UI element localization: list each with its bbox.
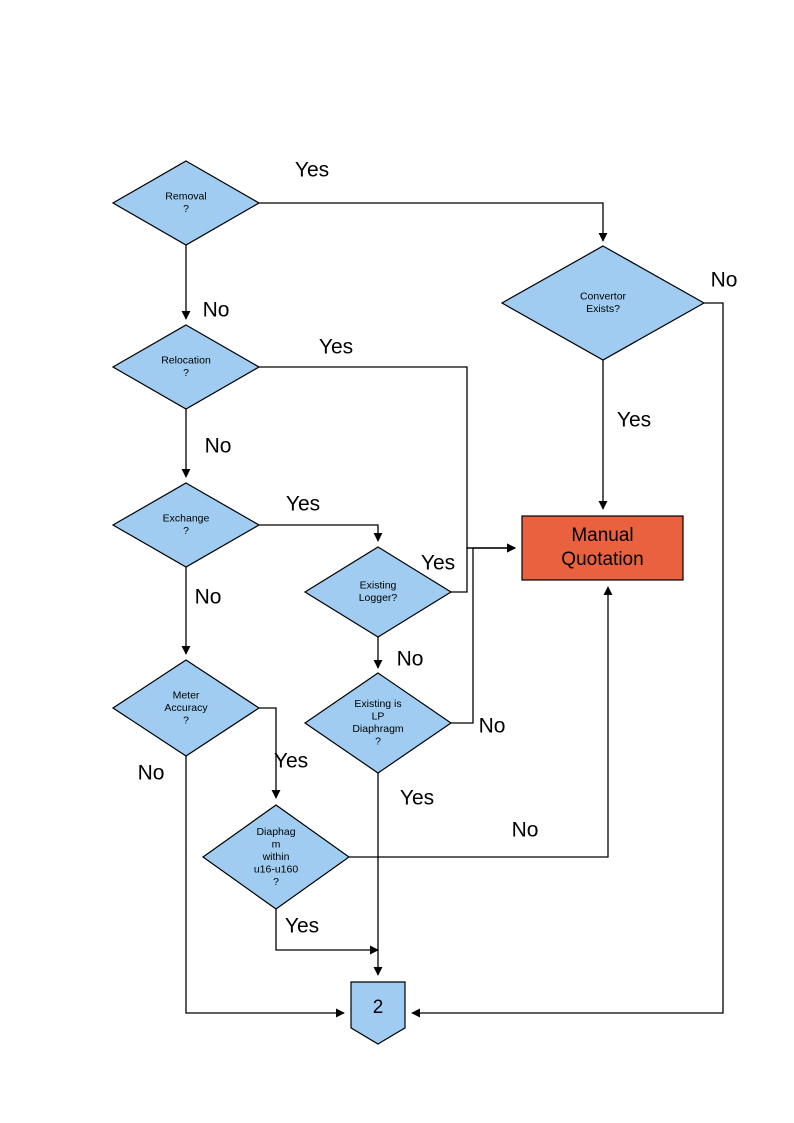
node-connector-2[interactable]: 2 [350, 981, 406, 1045]
node-label-line: Diaphragm [352, 723, 404, 735]
edge-label-meter-accuracy-yes: Yes [274, 750, 308, 773]
nodes-layer: Removal?Relocation?Exchange?MeterAccurac… [111, 160, 706, 1045]
edge-label-meter-accuracy-no: No [138, 762, 165, 785]
decision-diamond[interactable] [500, 245, 706, 361]
edge-label-existing-logger-no: No [397, 648, 424, 671]
edge-label-exchange-yes: Yes [286, 493, 320, 516]
node-label-line: ? [375, 736, 381, 748]
decision-diamond[interactable] [111, 160, 261, 246]
edge-convertor-to-connector [411, 302, 724, 1018]
edge-label-diaphagm-no: No [512, 819, 539, 842]
node-label-line: ? [183, 203, 189, 215]
node-label-line: within [262, 851, 290, 863]
node-label-line: ? [183, 525, 189, 537]
edge-diaphagm-to-connector [275, 909, 379, 955]
node-label-line: LP [372, 711, 385, 723]
edge-label-removal-yes: Yes [295, 159, 329, 182]
edge-logger-to-manual [451, 543, 516, 593]
edge-accuracy-to-diaphagm [259, 707, 281, 799]
node-label-line: Exchange [163, 513, 210, 525]
edge-label-existing-lp-yes: Yes [400, 787, 434, 810]
edge-label-convertor-no: No [711, 269, 738, 292]
node-label-line: Existing is [354, 698, 401, 710]
edge-exchange-to-logger [259, 524, 383, 542]
decision-diamond[interactable] [111, 659, 261, 757]
node-label-line: ? [183, 714, 189, 726]
node-label-line: Removal [165, 191, 206, 203]
node-label-line: ? [183, 367, 189, 379]
edge-label-existing-logger-yes: Yes [421, 552, 455, 575]
node-label-line: 2 [373, 997, 384, 1018]
edge-label-convertor-yes: Yes [617, 409, 651, 432]
node-label-line: ? [273, 876, 279, 888]
edge-removal-to-convertor [259, 202, 608, 242]
decision-diamond[interactable] [111, 482, 261, 568]
node-label-line: Exists? [586, 303, 620, 315]
edge-accuracy-to-connector [185, 756, 345, 1018]
node-label-line: Diaphag [256, 826, 295, 838]
node-relocation[interactable]: Relocation? [111, 324, 261, 410]
node-label-line: Accuracy [164, 702, 208, 714]
node-label-line: Convertor [580, 291, 627, 303]
node-exchange[interactable]: Exchange? [111, 482, 261, 568]
decision-diamond[interactable] [111, 324, 261, 410]
edge-label-relocation-no: No [205, 435, 232, 458]
edge-label-removal-no: No [203, 299, 230, 322]
edge-relocation-to-manual [259, 366, 516, 553]
node-label-line: Existing [360, 580, 397, 592]
decision-diamond[interactable] [303, 672, 453, 774]
edge-label-exchange-no: No [195, 586, 222, 609]
node-label-line: Logger? [359, 592, 398, 604]
connector-shield[interactable] [350, 981, 406, 1045]
process-box[interactable] [521, 515, 684, 581]
node-label-line: Relocation [161, 355, 211, 367]
node-label-line: Quotation [561, 549, 643, 570]
edge-lp-to-manual [451, 543, 516, 724]
edges-layer [181, 202, 724, 1018]
edge-label-relocation-yes: Yes [319, 336, 353, 359]
edge-label-diaphagm-yes: Yes [285, 915, 319, 938]
node-removal[interactable]: Removal? [111, 160, 261, 246]
decision-diamond[interactable] [303, 546, 453, 638]
edge-label-existing-lp-no: No [479, 715, 506, 738]
node-label-line: Meter [173, 689, 200, 701]
decision-diamond[interactable] [201, 804, 351, 910]
node-label-line: Manual [571, 525, 633, 546]
edge-diaphagm-to-manual [349, 586, 613, 858]
node-label-line: m [272, 838, 281, 850]
node-label-line: u16-u160 [254, 863, 299, 875]
